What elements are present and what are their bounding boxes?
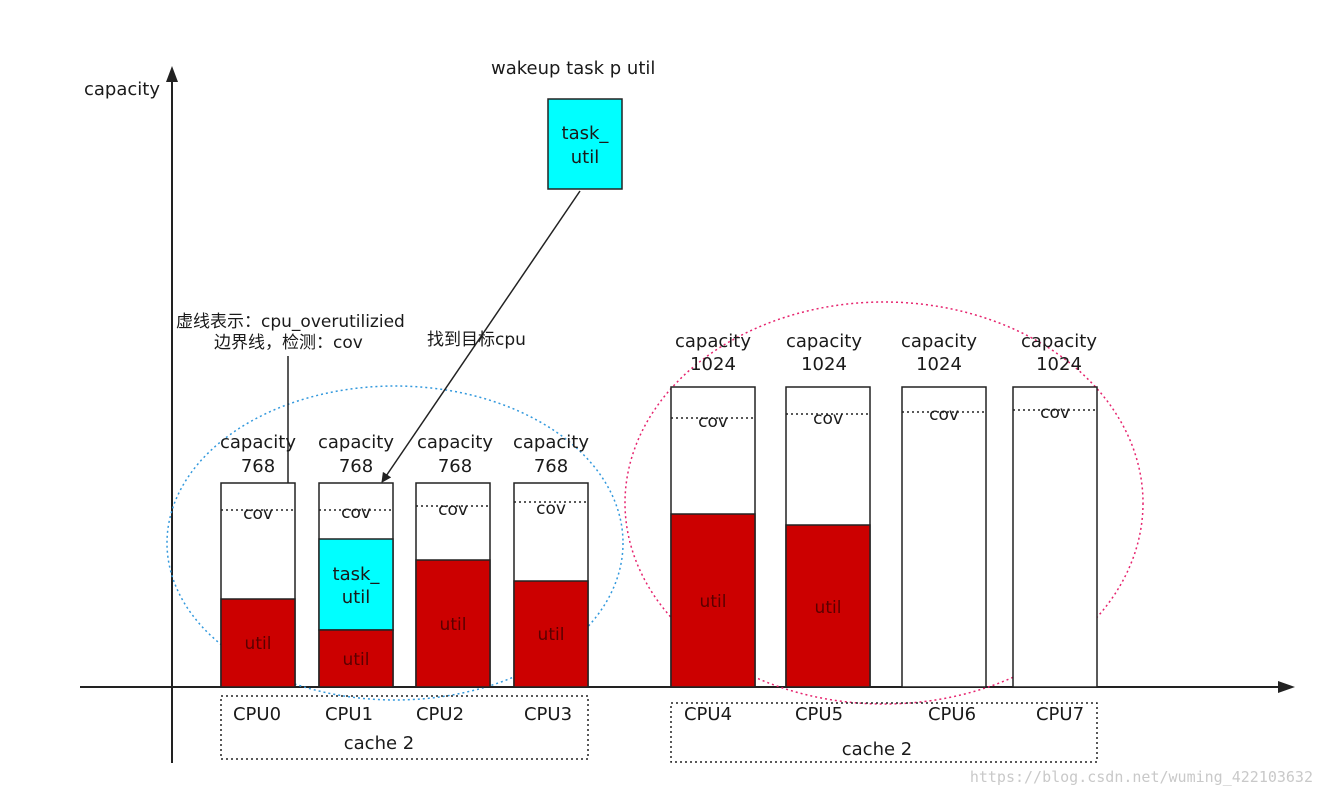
wakeup-task-box: [547, 98, 623, 190]
cov-label: cov: [536, 499, 566, 519]
wakeup-task-label-line2: util: [571, 147, 599, 168]
cpu-column: capacity 768 cov util CPU0: [220, 432, 296, 725]
capacity-label: capacity: [901, 331, 977, 352]
cpu-name: CPU0: [233, 704, 281, 725]
cpu-name: CPU7: [1036, 704, 1084, 725]
cov-label: cov: [1040, 403, 1070, 423]
util-bar: [670, 513, 756, 688]
cluster-label-big: cache 2: [842, 739, 912, 760]
wakeup-title: wakeup task p util: [491, 58, 655, 79]
cluster-box-big: [670, 702, 1098, 763]
cpu-column: capacity 768 cov task_ util util CPU1: [318, 432, 394, 725]
capacity-label: capacity: [675, 331, 751, 352]
cov-label: cov: [341, 503, 371, 523]
cpu-name: CPU6: [928, 704, 976, 725]
capacity-label: capacity: [318, 432, 394, 453]
capacity-label: capacity: [1021, 331, 1097, 352]
capacity-label: capacity: [417, 432, 493, 453]
util-bar: [785, 524, 871, 688]
capacity-value: 1024: [690, 354, 736, 375]
cpu-column: capacity 1024 cov CPU7: [1012, 331, 1098, 725]
util-bar: [415, 559, 491, 688]
cov-label: cov: [243, 504, 273, 524]
util-label: util: [815, 598, 842, 618]
watermark: https://blog.csdn.net/wuming_422103632: [970, 768, 1313, 786]
capacity-value: 768: [534, 456, 568, 477]
cov-note-line2: 边界线，检测：cov: [214, 333, 363, 353]
cluster-label-little: cache 2: [344, 733, 414, 754]
capacity-value: 1024: [801, 354, 847, 375]
cpu-name: CPU3: [524, 704, 572, 725]
capacity-label: capacity: [220, 432, 296, 453]
cpu-column: capacity 1024 cov util CPU4: [670, 331, 756, 725]
cov-label: cov: [438, 500, 468, 520]
task-label-line2: util: [342, 587, 370, 608]
wakeup-task-label-line1: task_: [562, 123, 610, 144]
capacity-value: 768: [339, 456, 373, 477]
capacity-value: 1024: [1036, 354, 1082, 375]
task-label-line1: task_: [333, 564, 381, 585]
cpu-column: capacity 768 cov util CPU3: [513, 432, 589, 725]
cpu-bar: [901, 386, 987, 688]
util-label: util: [700, 592, 727, 612]
cov-label: cov: [929, 405, 959, 425]
capacity-label: capacity: [513, 432, 589, 453]
cov-note-line1: 虚线表示：cpu_overutilizied: [176, 312, 405, 332]
capacity-value: 1024: [916, 354, 962, 375]
util-label: util: [343, 650, 370, 670]
little-cluster-ellipse: [166, 385, 624, 701]
util-bar: [220, 598, 296, 688]
cpu-column: capacity 1024 cov util CPU5: [785, 331, 871, 725]
target-note: 找到目标cpu: [427, 330, 526, 350]
cov-label: cov: [813, 409, 843, 429]
util-bar: [513, 580, 589, 688]
capacity-label: capacity: [786, 331, 862, 352]
capacity-value: 768: [241, 456, 275, 477]
y-axis-label: capacity: [84, 79, 160, 100]
big-cluster-ellipse: [624, 301, 1144, 705]
cov-label: cov: [698, 412, 728, 432]
capacity-value: 768: [438, 456, 472, 477]
cpu-bar: [1012, 386, 1098, 688]
cpu-column: capacity 1024 cov CPU6: [901, 331, 987, 725]
cpu-column: capacity 768 cov util CPU2: [415, 432, 493, 725]
util-label: util: [538, 625, 565, 645]
util-label: util: [245, 634, 272, 654]
y-axis-arrow-icon: [166, 66, 178, 82]
cpu-name: CPU1: [325, 704, 373, 725]
target-arrow: [381, 190, 581, 483]
util-bar: [318, 629, 394, 688]
util-label: util: [440, 615, 467, 635]
x-axis-arrow-icon: [1278, 681, 1295, 693]
cpu-name: CPU5: [795, 704, 843, 725]
cpu-name: CPU2: [416, 704, 464, 725]
cpu-name: CPU4: [684, 704, 732, 725]
